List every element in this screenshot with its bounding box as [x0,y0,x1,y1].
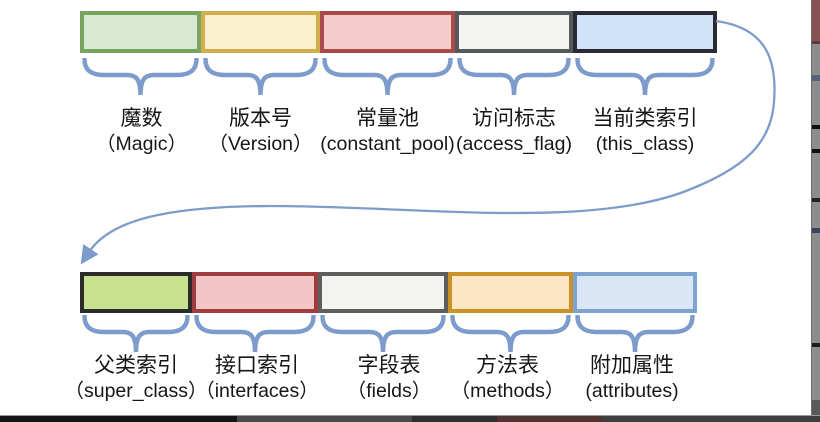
segment-magic-box [80,11,201,53]
next-page-sliver [811,0,820,422]
segment-fields-label: 字段表 （fields） [347,353,432,404]
label-en: (constant_pool) [320,133,455,155]
label-zh: 方法表 [475,354,539,377]
label-zh: 接口索引 [214,354,299,377]
label-en: （Version） [208,133,313,155]
label-zh: 当前类索引 [592,107,698,130]
underbrace-icon [82,315,190,353]
label-zh: 常量池 [355,107,419,130]
next-page-content-chip [812,343,820,347]
label-en: （interfaces） [195,380,319,402]
label-zh: 访问标志 [472,107,556,130]
label-en: （methods） [450,380,565,402]
next-page-content-chip [812,400,820,422]
segment-attributes-label: 附加属性 (attributes) [585,353,678,404]
window-edge-chip [602,416,820,422]
underbrace-icon [457,58,571,96]
segment-access-flag-label: 访问标志 (access_flag) [456,106,572,157]
next-page-content-chip [812,75,820,81]
underbrace-icon [450,315,571,353]
next-page-content-chip [812,198,820,202]
next-page-content-chip [812,41,820,44]
next-page-content-chip [812,0,820,41]
underbrace-icon [194,315,316,353]
underbrace-icon [82,58,199,96]
segment-attributes-box [573,272,697,313]
window-edge-chip [412,416,497,422]
window-bottom-edge [0,415,820,422]
label-en: （super_class） [64,380,208,402]
label-zh: 父类索引 [94,354,178,377]
segment-interfaces-label: 接口索引 （interfaces） [195,353,319,404]
underbrace-icon [320,315,446,353]
segment-methods-box [448,272,573,313]
segment-super-class-box [80,272,192,313]
segment-this-class-box [573,11,717,53]
label-zh: 附加属性 [589,354,674,377]
segment-methods-label: 方法表 （methods） [451,353,565,404]
label-en: （Magic） [95,133,188,155]
window-edge-chip [497,416,602,422]
segment-constant-pool-box [320,11,455,53]
segment-this-class-label: 当前类索引 (this_class) [593,106,698,157]
segment-version-label: 版本号 （Version） [208,106,312,157]
underbrace-icon [575,315,695,353]
label-zh: 版本号 [228,107,292,130]
next-page-content-chip [812,125,820,129]
segment-interfaces-box [192,272,318,313]
label-en: (access_flag) [456,133,572,155]
window-edge-line [0,415,820,416]
segment-version-box [201,11,320,53]
label-zh: 魔数 [120,107,163,130]
segment-super-class-label: 父类索引 （super_class） [64,353,207,404]
underbrace-icon [575,58,715,96]
next-page-content-chip [812,228,820,233]
segment-magic-label: 魔数 （Magic） [96,106,187,157]
segment-fields-box [318,272,448,313]
next-page-content-chip [812,149,820,153]
underbrace-icon [203,58,318,96]
window-edge-chip [0,416,237,422]
underbrace-icon [322,58,453,96]
label-zh: 字段表 [357,354,421,377]
label-en: (attributes) [585,380,679,402]
segment-constant-pool-label: 常量池 (constant_pool) [320,106,454,157]
label-en: (this_class) [595,133,695,155]
window-edge-chip [237,416,412,422]
segment-access-flag-box [455,11,573,53]
label-en: （fields） [346,380,432,402]
